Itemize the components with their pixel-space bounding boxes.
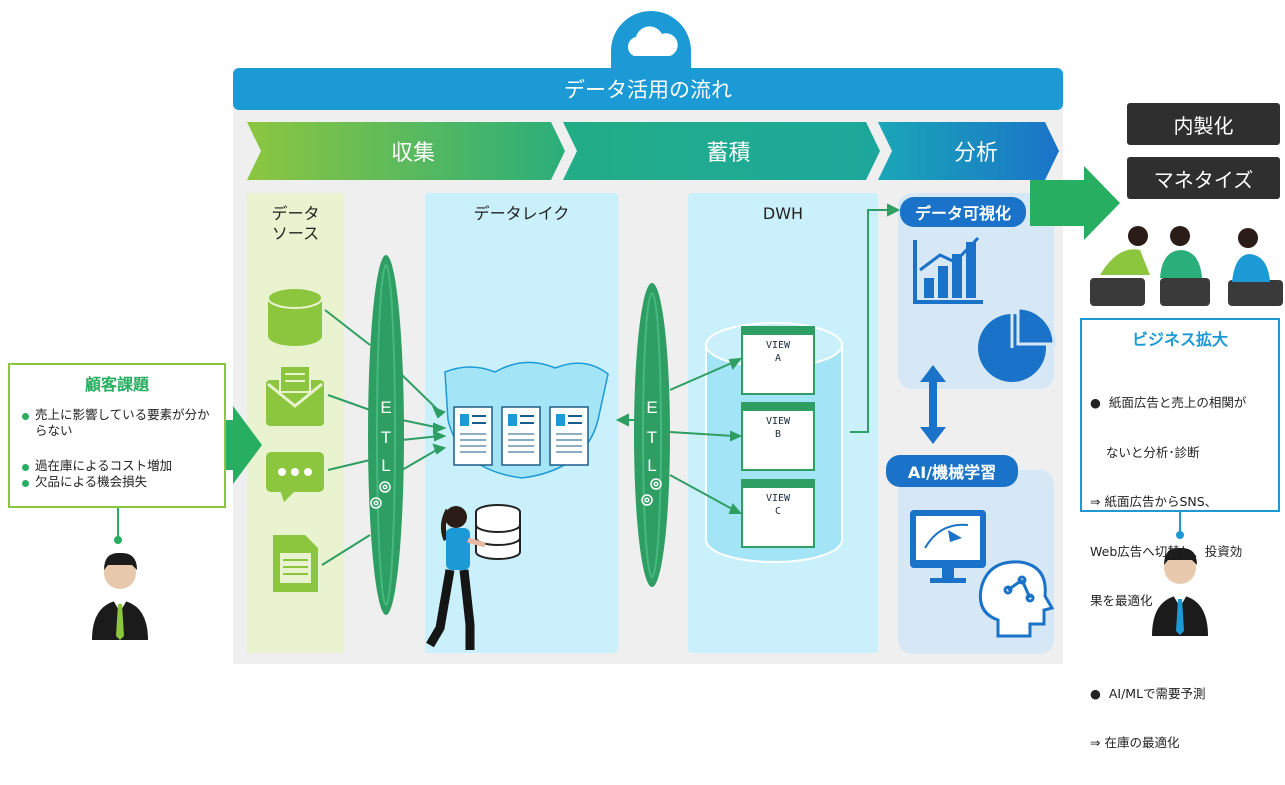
view-c-label: VIEW C [765,493,791,517]
etl-ring-1 [368,255,404,615]
etl2-letter-t: T [646,428,658,447]
dwh-label: DWH [762,204,804,223]
customer-connector [114,508,122,544]
etl1-arrows [401,374,447,471]
bullet-icon [22,463,29,471]
pie-chart-icon [978,306,1056,382]
etl-ring-2 [634,283,670,587]
business-growth-text: ● 紙面広告と売上の相関が ないと分析･診断 ⇒ 紙面広告からSNS、 Web広… [1090,362,1272,785]
etl2-arrows [669,357,743,514]
ml-pill: AI/機械学習 [886,455,1018,487]
growth-line: ⇒ 在庫の最適化 [1090,735,1180,750]
etl2-letter-e: E [646,398,658,417]
customer-issues-panel: 顧客課題 売上に影響している要素が分からない 過在庫によるコスト増加 欠品による… [8,363,226,508]
gear-icon [641,478,662,506]
customer-issues-list: 売上に影響している要素が分からない 過在庫によるコスト増加 欠品による機会損失 [22,407,216,490]
mail-icon [266,365,324,426]
growth-line: Web広告へ切替し、投資効 [1090,543,1243,559]
list-item: 売上に影響している要素が分からない [22,407,216,440]
inhouse-box: 内製化 [1127,103,1280,145]
consultant-connector [1176,512,1184,539]
data-lake-icon [444,361,609,479]
etl2-letter-l: L [647,456,657,475]
etl1-letter-l: L [381,456,391,475]
business-growth-title: ビジネス拡大 [1131,330,1228,349]
person-with-database-illustration [426,504,521,650]
chat-icon [266,452,324,502]
monetize-box: マネタイズ [1127,157,1280,199]
dwh-to-visualization-arrow [850,203,901,433]
gear-icon [370,481,391,509]
etl1-letter-e: E [380,398,392,417]
view-cards [741,326,815,548]
list-item: 欠品による機会損失 [22,474,216,490]
growth-line: ないと分析･診断 [1090,444,1200,460]
businessman-icon-left [92,552,148,640]
growth-line: 果を最適化 [1090,593,1153,608]
business-arrow [1030,166,1120,240]
double-arrow-icon [920,365,946,444]
growth-line: ⇒ 紙面広告からSNS、 [1090,494,1218,509]
stage-label-analyze: 分析 [953,141,998,166]
diagram-canvas: データ活用の流れ 収集 蓄積 分析 データ ソース データレイク DWH [8,11,1283,750]
ai-head-icon [978,560,1055,638]
stage-chevron-store [563,122,880,180]
data-lake-label: データレイク [473,204,570,223]
view-a-label: VIEW A [765,340,791,364]
stage-chevron-collect [247,122,565,180]
visualization-pill: データ可視化 [900,197,1026,227]
view-b-label: VIEW B [765,416,791,440]
stage-chevrons [247,122,1059,180]
document-icon [273,535,318,592]
bar-chart-icon [913,236,983,304]
data-source-label: データ ソース [271,204,320,243]
team-illustration [1090,226,1283,306]
growth-line: ● AI/MLで需要予測 [1090,685,1206,701]
diagram-graphics [92,166,1283,650]
customer-issues-title: 顧客課題 [84,375,149,394]
growth-line: ● 紙面広告と売上の相関が [1090,395,1247,410]
database-icon [267,287,323,346]
monitor-icon [910,510,986,583]
lake-documents [453,406,589,466]
cloud-icon [611,11,691,76]
stage-label-collect: 収集 [390,141,435,166]
businessman-icon-right [1152,547,1208,636]
business-growth-panel: ビジネス拡大 ● 紙面広告と売上の相関が ないと分析･診断 ⇒ 紙面広告からSN… [1080,318,1280,750]
flow-title: データ活用の流れ [233,68,1063,110]
stage-label-store: 蓄積 [706,141,751,166]
list-item: 過在庫によるコスト増加 [22,458,216,474]
source-arrows [321,309,371,566]
etl1-letter-t: T [380,428,392,447]
bullet-icon [22,413,29,420]
growth-spacer [1090,643,1272,653]
stage-chevron-analyze [878,122,1059,180]
bullet-icon [22,479,29,487]
